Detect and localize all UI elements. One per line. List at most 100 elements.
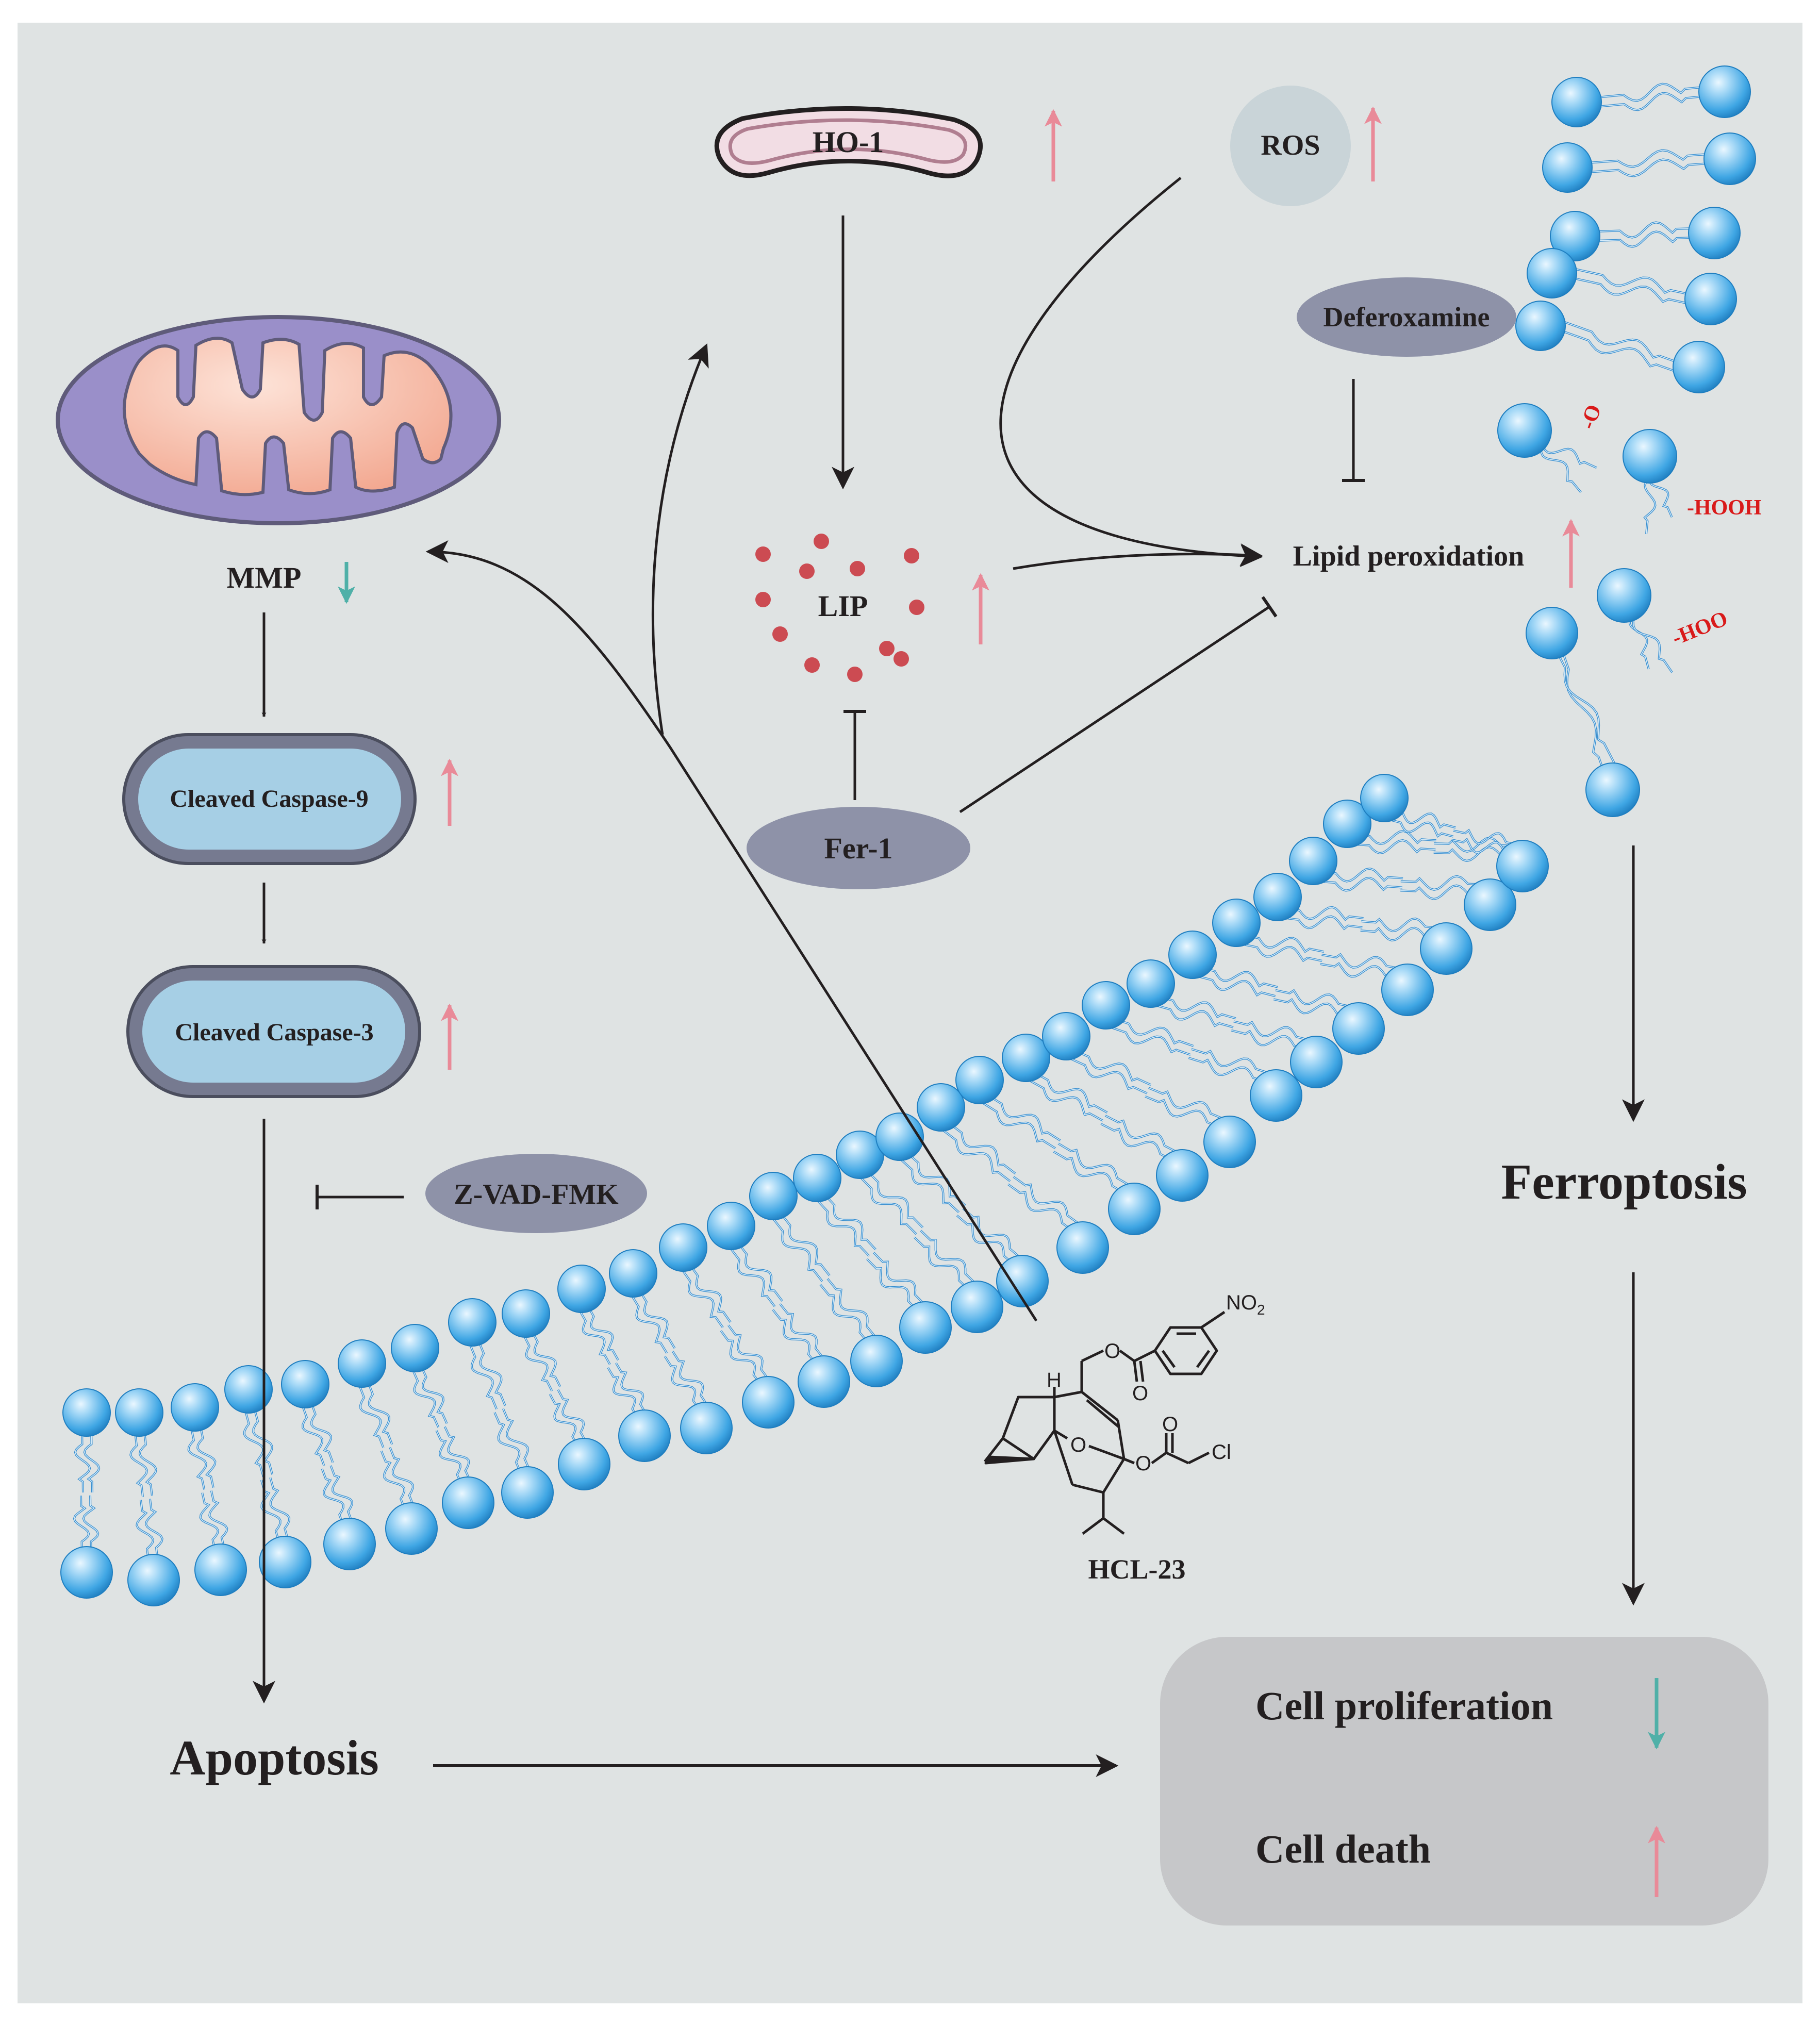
phospholipid-head [1464,878,1516,931]
iron-dot [850,561,865,576]
phospholipid-head [1688,207,1741,259]
molecule-atom-labels: H O O O O O Cl NO2 [1047,1291,1265,1475]
phospholipid-head [1526,607,1578,659]
free-lipids [1497,65,1756,817]
iron-dot [755,546,771,562]
ferroptosis-label: Ferroptosis [1501,1154,1747,1210]
hcl23-to-ho1-arrow [651,343,709,735]
phospholipid-head [659,1223,707,1272]
phospholipid-head [1108,1183,1161,1235]
iron-dot [904,548,919,563]
fer1-label: Fer-1 [824,832,892,865]
iron-dot [804,657,820,673]
phospholipid-head [1156,1149,1209,1202]
phospholipid-head [618,1409,671,1462]
phospholipid-head [323,1518,376,1570]
phospholipid-head [1250,1069,1302,1122]
phospholipid-head [1497,403,1552,458]
cell-proliferation-label: Cell proliferation [1255,1683,1553,1728]
phospholipid-head [1253,873,1302,921]
phospholipid-head [1551,77,1602,127]
phospholipid-head [1585,762,1640,817]
deferoxamine-label: Deferoxamine [1323,302,1490,333]
phospholipid-head [558,1438,610,1490]
caspase9-label: Cleaved Caspase-9 [170,785,368,812]
hooh-label: -HOOH [1687,496,1762,520]
phospholipid-head [1056,1221,1109,1274]
phospholipid-head [1127,959,1175,1008]
phospholipid-head [609,1249,657,1298]
atom-no2: NO2 [1226,1291,1265,1318]
phospholipid-head [1527,248,1577,298]
atom-o-carbonyl1: O [1132,1382,1148,1405]
phospholipid-head [62,1388,111,1437]
phospholipid-head [680,1402,733,1454]
mmp-label: MMP [227,561,302,594]
phospholipid-head [1203,1116,1256,1168]
phospholipid-head [875,1113,924,1161]
phospholipid-head [1496,840,1549,892]
deferoxamine-ellipse [1297,277,1516,357]
fer1-ellipse [747,807,970,889]
iron-dot [894,651,909,667]
atom-o-carbonyl2: O [1162,1413,1178,1436]
phospholipid-head [798,1355,850,1408]
phospholipid-head [1002,1034,1050,1082]
phospholipid-head [1623,429,1677,484]
hcl23-label: HCL-23 [1088,1554,1186,1585]
iron-dot [879,641,895,656]
caspase3-box [126,965,421,1098]
phospholipid-head [442,1476,494,1529]
phospholipid-head [385,1502,438,1555]
atom-h: H [1047,1369,1062,1391]
caspase3-label: Cleaved Caspase-3 [175,1019,373,1046]
phospholipid-head [1515,301,1566,351]
cell-death-label: Cell death [1255,1827,1431,1871]
molecule-structure-icon [984,1310,1226,1535]
phospholipid-head [171,1383,219,1432]
phospholipid-head [1168,931,1217,979]
phospholipid-head [1597,568,1651,623]
apoptosis-label: Apoptosis [170,1730,378,1785]
iron-dot [909,600,924,615]
phospholipid-head [793,1154,841,1202]
phospholipid-head [60,1546,113,1599]
caspase9-box [122,733,417,865]
phospholipid-head [899,1301,952,1354]
phospholipid-head [742,1376,795,1429]
phospholipid-head [224,1365,273,1414]
iron-dot [847,667,863,682]
membrane-bilayer-icon [60,774,1549,1606]
zvad-ellipse [425,1154,647,1233]
phospholipid-head [707,1202,755,1250]
phospholipid-head [448,1298,497,1347]
phospholipid-head [1420,922,1472,975]
phospholipid-head [1212,899,1261,947]
phospholipid-head [1673,341,1725,393]
mitochondrion-icon [56,315,501,525]
lip-to-lipid-peroxidation-arrow [1013,543,1263,570]
phospholipid-head [1082,981,1130,1030]
lipid-peroxidation-label: Lipid peroxidation [1293,540,1525,572]
iron-dot [814,534,829,549]
phospholipid-head [1698,65,1751,118]
phospholipid-head [502,1289,550,1338]
phospholipid-head [194,1543,247,1596]
ros-to-lipid-peroxidation-arrow [999,177,1263,568]
ho1-label: HO-1 [813,125,884,159]
atom-o-ester2: O [1135,1452,1151,1475]
phospholipid-head [259,1536,311,1588]
phospholipid-head [1290,1036,1343,1088]
fer1-inhibit-lpo-bar [1261,596,1278,618]
phospholipid-head [391,1324,439,1372]
ros-circle [1230,86,1351,206]
phospholipid-head [955,1056,1004,1104]
lip-dots [755,534,924,682]
phospholipid-head [1381,964,1434,1016]
lip-label: LIP [818,589,868,623]
fer1-inhibit-lpo-line [959,605,1270,814]
phospholipid-head [338,1339,386,1388]
phospholipid-head [1542,142,1593,193]
atom-cl: Cl [1212,1441,1231,1464]
phospholipid-head [951,1281,1003,1333]
